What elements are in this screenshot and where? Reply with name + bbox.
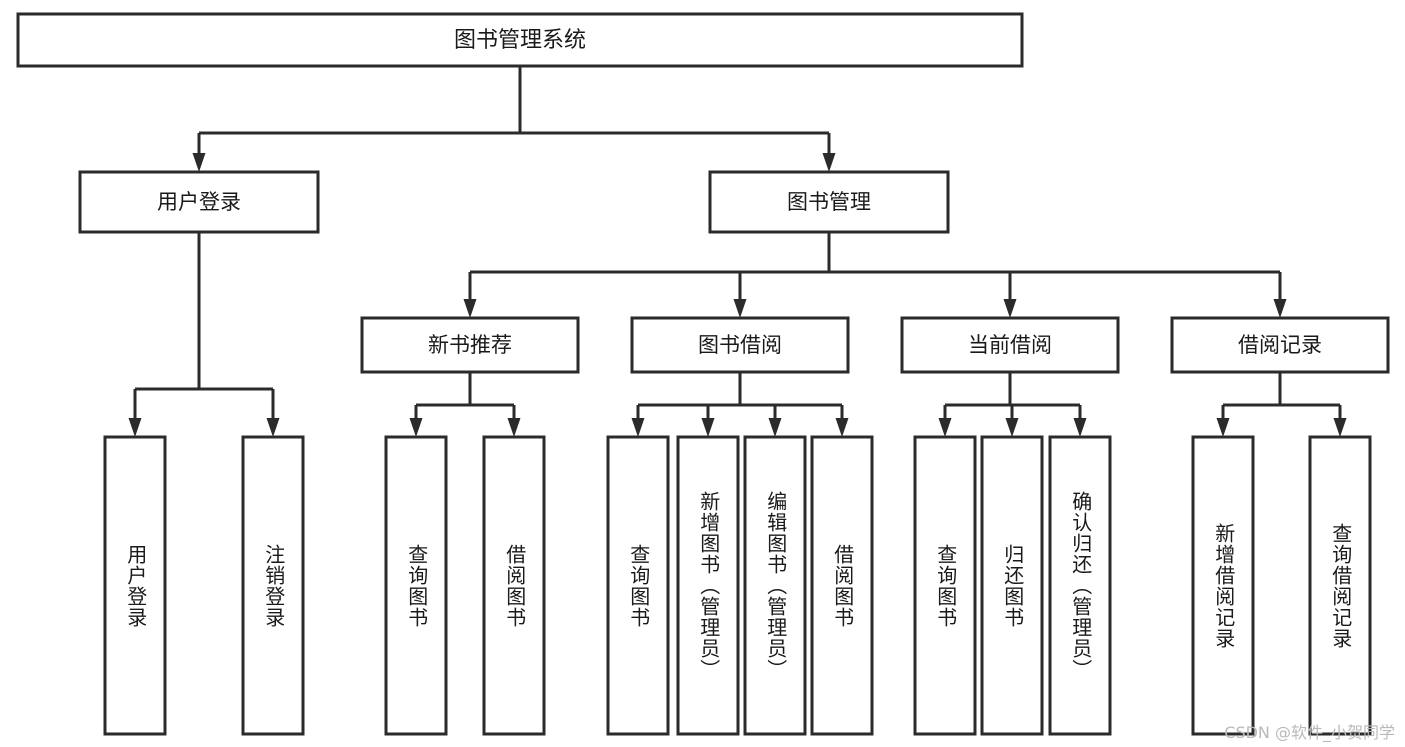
- node-label: 借阅记录: [1238, 333, 1322, 357]
- node-l3-login-2[interactable]: [241, 435, 305, 736]
- node-l3-record-1[interactable]: [1191, 435, 1255, 736]
- node-l3-newbook-2[interactable]: [482, 435, 546, 736]
- node-l3-borrow-4[interactable]: [810, 435, 874, 736]
- node-l3-current-2[interactable]: [980, 435, 1044, 736]
- node-l1-book[interactable]: 图书管理: [708, 170, 950, 234]
- arrow-head-icon: [631, 418, 645, 437]
- arrow-head-icon: [1333, 418, 1347, 437]
- node-l3-borrow-1[interactable]: [606, 435, 670, 736]
- node-box[interactable]: [16, 12, 1024, 68]
- csdn-watermark: CSDN @软件_小贺同学: [1224, 723, 1395, 742]
- arrow-head-icon: [733, 299, 747, 318]
- arrow-head-icon: [128, 418, 142, 437]
- arrow-head-icon: [1003, 299, 1017, 318]
- arrow-head-icon: [768, 418, 782, 437]
- node-box[interactable]: [630, 316, 850, 374]
- connector-layer: [128, 66, 1347, 437]
- node-box[interactable]: [708, 170, 950, 234]
- node-box[interactable]: [980, 435, 1044, 736]
- node-label: 图书管理: [787, 190, 871, 214]
- arrow-head-icon: [822, 153, 836, 172]
- arrow-head-icon: [938, 418, 952, 437]
- node-l2-borrow[interactable]: 图书借阅: [630, 316, 850, 374]
- node-l2-current[interactable]: 当前借阅: [900, 316, 1120, 374]
- arrow-head-icon: [507, 418, 521, 437]
- node-root[interactable]: 图书管理系统: [16, 12, 1024, 68]
- node-label: 图书借阅: [698, 333, 782, 357]
- node-label: 新书推荐: [428, 333, 512, 357]
- arrow-head-icon: [1273, 299, 1287, 318]
- arrow-head-icon: [1073, 418, 1087, 437]
- node-box[interactable]: [1308, 435, 1372, 736]
- node-label: 当前借阅: [968, 333, 1052, 357]
- node-l3-current-3[interactable]: [1048, 435, 1112, 736]
- arrow-head-icon: [409, 418, 423, 437]
- node-box[interactable]: [676, 435, 740, 736]
- arrow-head-icon: [1005, 418, 1019, 437]
- node-box[interactable]: [1170, 316, 1390, 374]
- arrow-head-icon: [192, 153, 206, 172]
- node-box[interactable]: [913, 435, 977, 736]
- node-box[interactable]: [241, 435, 305, 736]
- node-box[interactable]: [360, 316, 580, 374]
- node-l3-borrow-3[interactable]: [743, 435, 807, 736]
- arrow-head-icon: [266, 418, 280, 437]
- node-l3-login-1[interactable]: [103, 435, 167, 736]
- node-box[interactable]: [103, 435, 167, 736]
- node-label: 用户登录: [157, 190, 241, 214]
- node-l3-record-2[interactable]: [1308, 435, 1372, 736]
- node-box[interactable]: [810, 435, 874, 736]
- node-box[interactable]: [1048, 435, 1112, 736]
- arrow-head-icon: [835, 418, 849, 437]
- node-box[interactable]: [606, 435, 670, 736]
- node-l3-current-1[interactable]: [913, 435, 977, 736]
- node-box[interactable]: [1191, 435, 1255, 736]
- node-l1-login[interactable]: 用户登录: [78, 170, 320, 234]
- node-l3-newbook-1[interactable]: [384, 435, 448, 736]
- node-l2-newbook[interactable]: 新书推荐: [360, 316, 580, 374]
- arrow-head-icon: [1216, 418, 1230, 437]
- node-l3-borrow-2[interactable]: [676, 435, 740, 736]
- arrow-head-icon: [701, 418, 715, 437]
- node-label: 图书管理系统: [454, 28, 586, 53]
- node-box[interactable]: [743, 435, 807, 736]
- node-l2-record[interactable]: 借阅记录: [1170, 316, 1390, 374]
- node-box[interactable]: [384, 435, 448, 736]
- node-box[interactable]: [900, 316, 1120, 374]
- arrow-head-icon: [463, 299, 477, 318]
- node-box[interactable]: [482, 435, 546, 736]
- node-box[interactable]: [78, 170, 320, 234]
